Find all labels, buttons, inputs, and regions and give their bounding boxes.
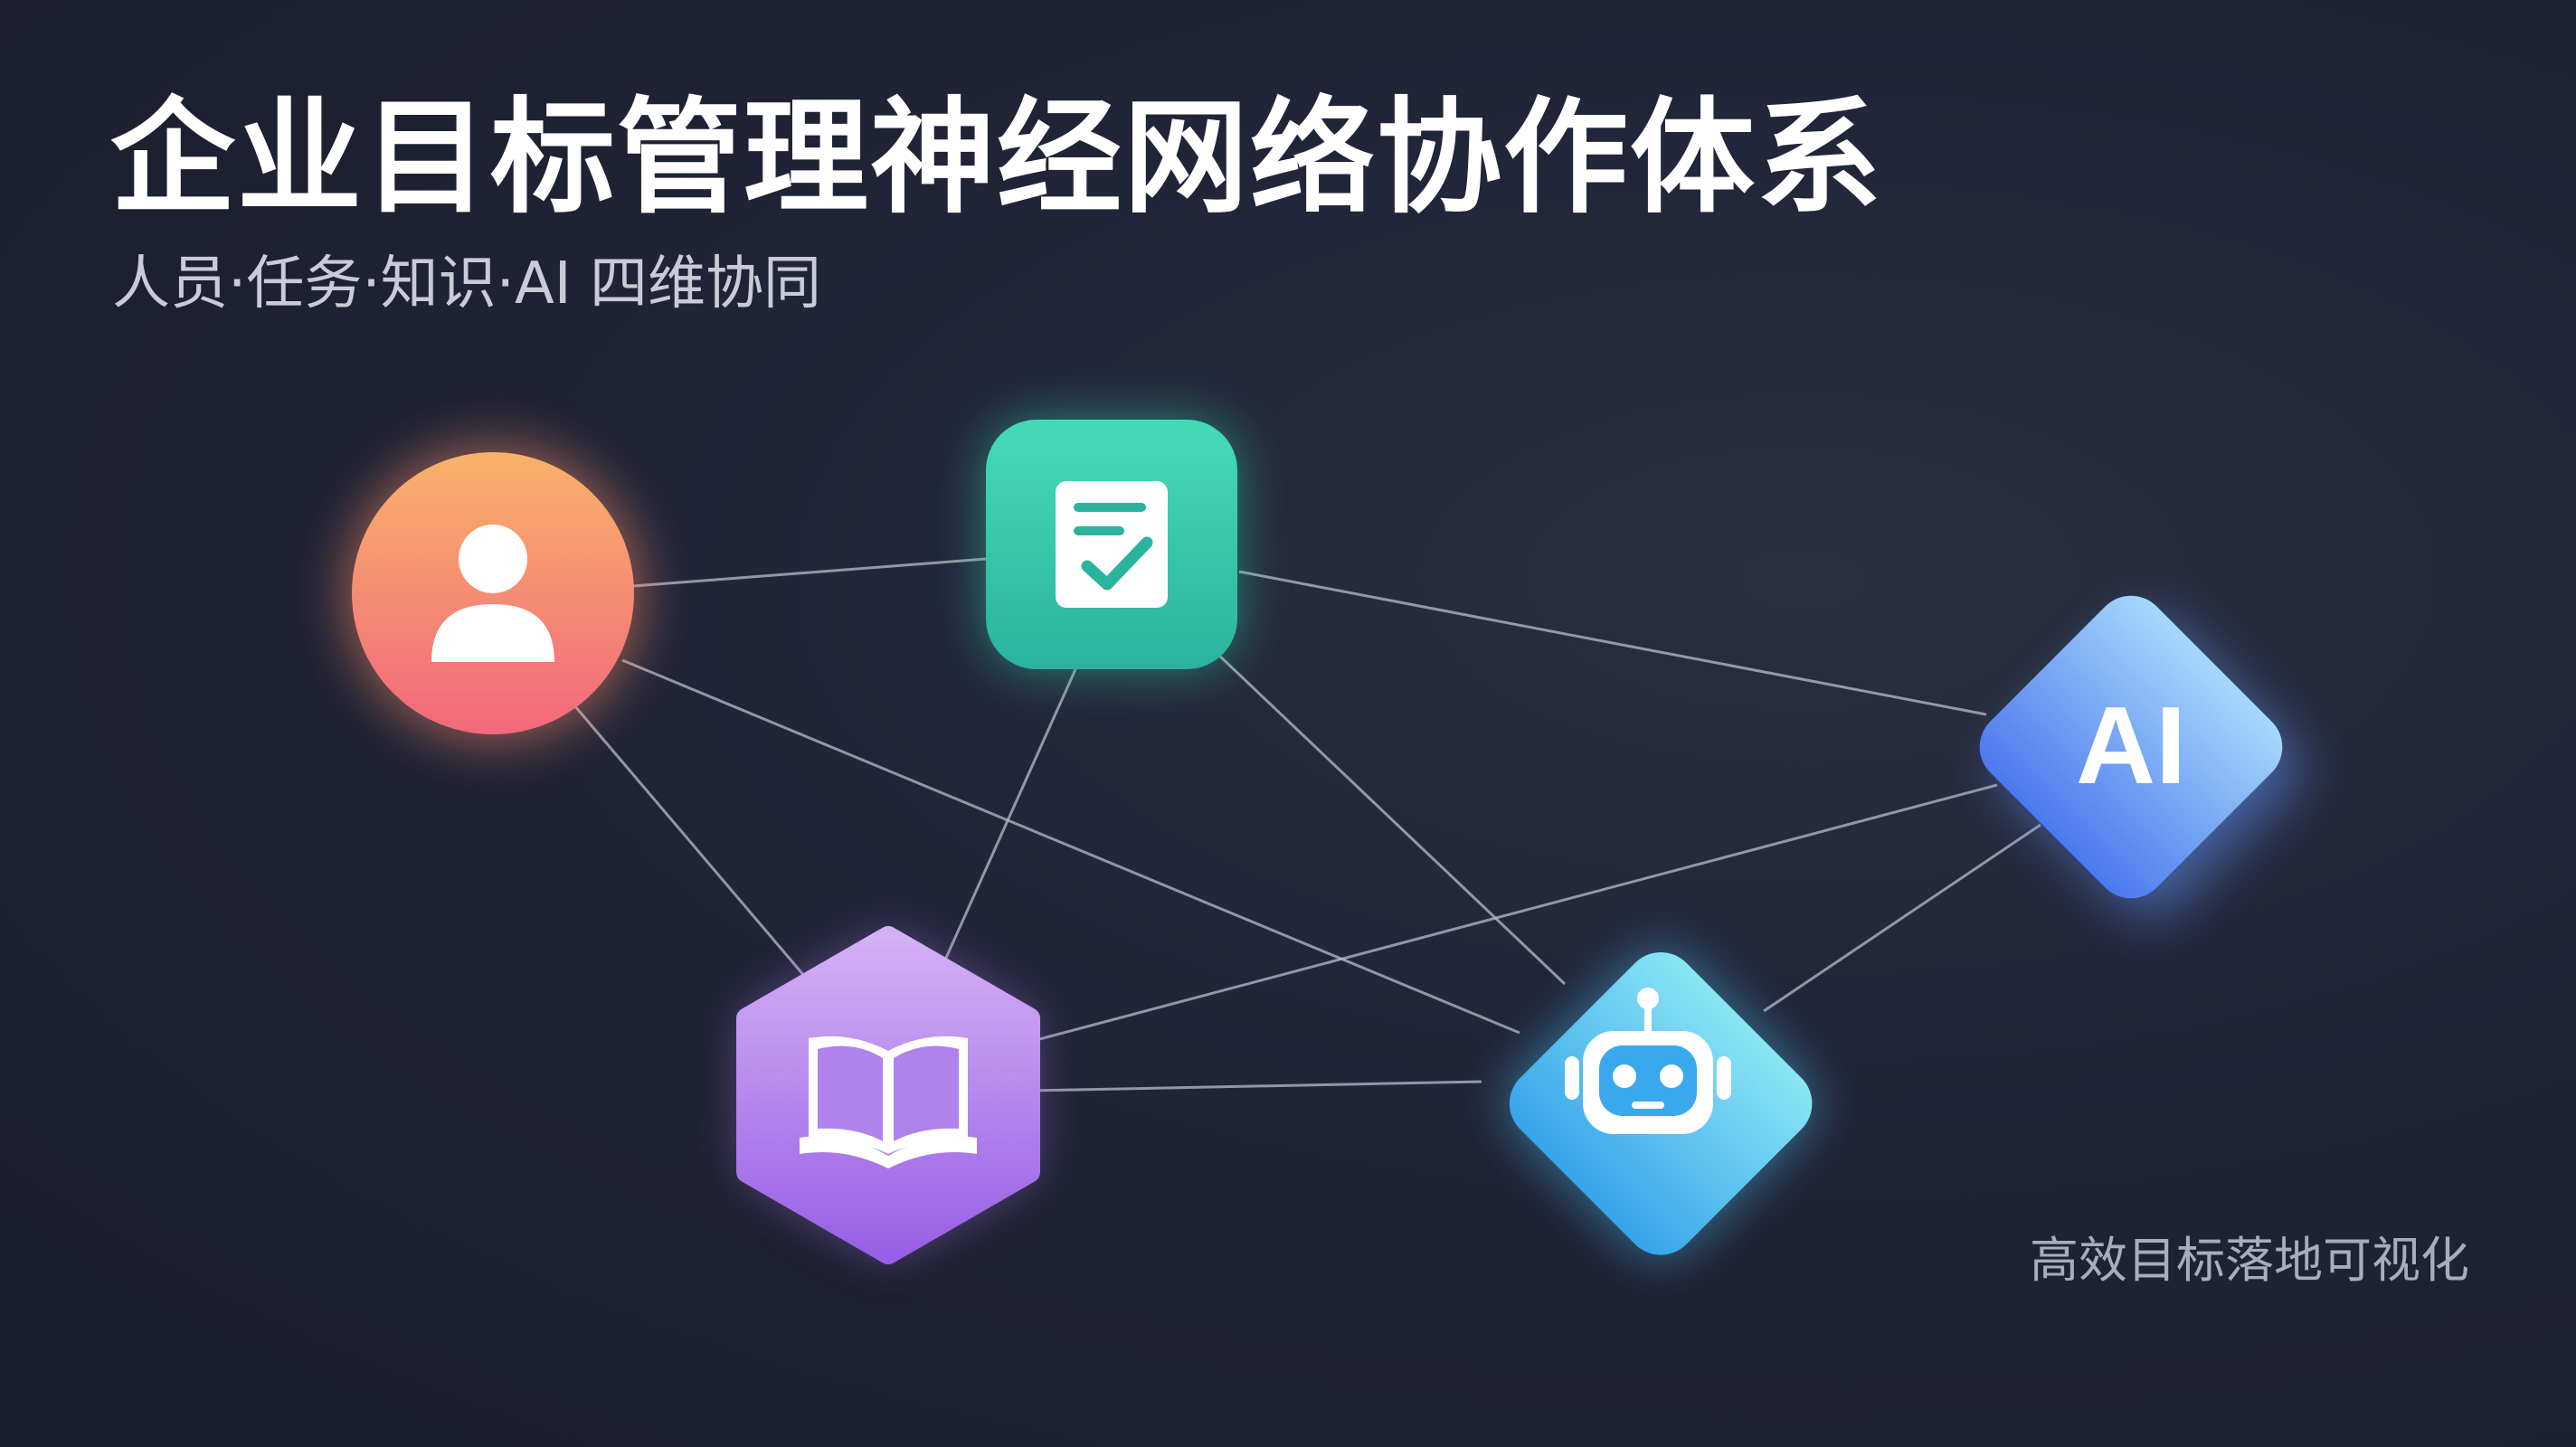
- checklist-icon: [1056, 481, 1168, 608]
- edge-task-ai: [1238, 570, 1987, 716]
- person-icon: [431, 525, 554, 662]
- node-ai[interactable]: AI: [1965, 581, 2316, 932]
- page-subtitle: 人员·任务·知识·AI 四维协同: [112, 251, 822, 317]
- node-robot[interactable]: [1494, 937, 1827, 1270]
- node-person[interactable]: [344, 444, 642, 742]
- node-task[interactable]: [986, 420, 1237, 669]
- bottom-caption: 高效目标落地可视化: [2030, 1232, 2469, 1289]
- edge-knowledge-ai: [1028, 783, 1998, 1044]
- book-icon: [800, 1036, 977, 1168]
- edge-robot-ai: [1763, 823, 2041, 1013]
- edge-task-robot: [1215, 651, 1567, 986]
- page-title: 企业目标管理神经网络协作体系: [110, 85, 1884, 231]
- edge-knowledge-robot: [1028, 1080, 1482, 1092]
- edge-person-knowledge: [573, 705, 807, 978]
- node-knowledge[interactable]: [736, 926, 1040, 1264]
- robot-icon: [1565, 988, 1731, 1134]
- edge-person-robot: [621, 658, 1520, 1035]
- edge-task-knowledge: [941, 667, 1078, 967]
- edges-group: [573, 557, 2041, 1092]
- edge-person-task: [632, 557, 987, 588]
- ai-icon: AI: [2076, 684, 2186, 807]
